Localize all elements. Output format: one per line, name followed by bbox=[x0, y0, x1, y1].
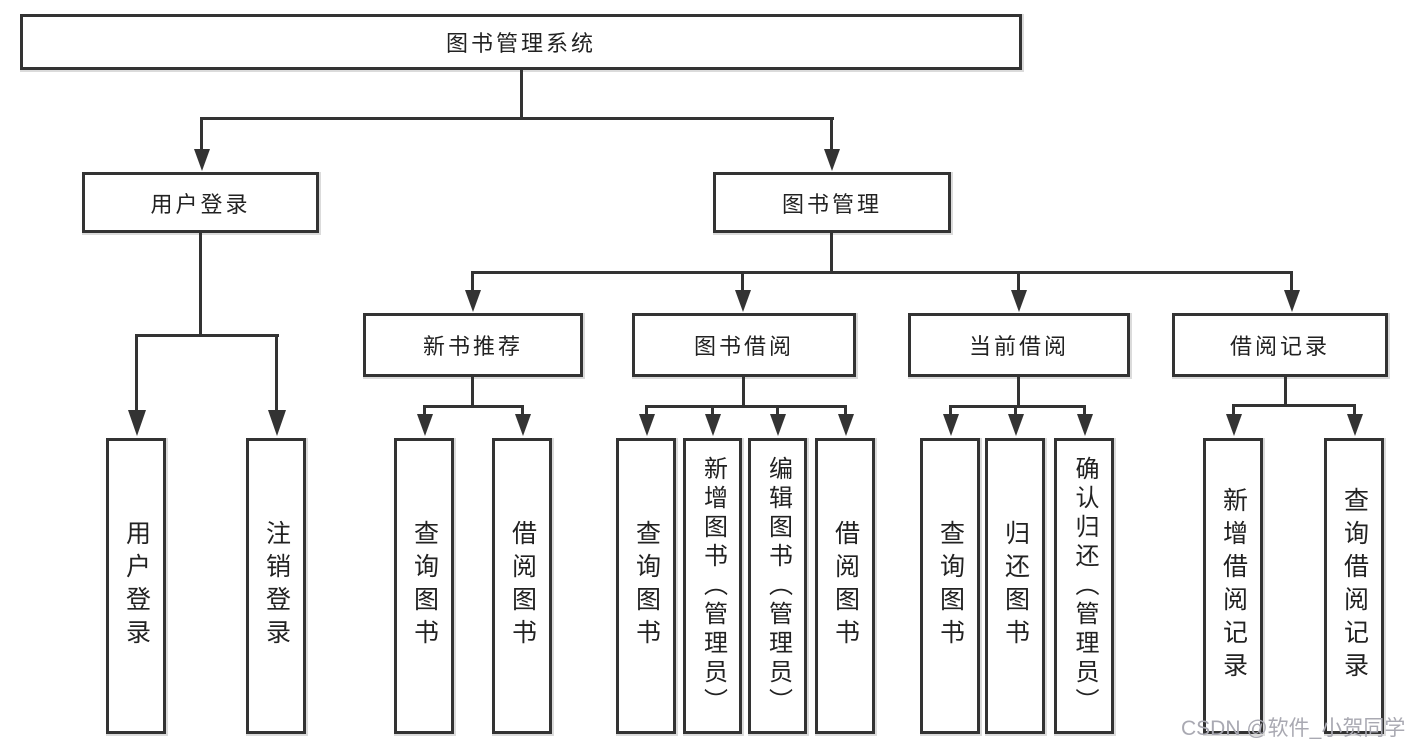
node-new-book-recommendation-label: 新书推荐 bbox=[422, 334, 523, 359]
arrow-to-leaf-query-books-borrowing bbox=[638, 407, 655, 436]
arrow-to-book-borrowing bbox=[734, 273, 751, 312]
leaf-add-books-admin-label: 新增图书（管理员） bbox=[699, 455, 727, 717]
node-user-login-label: 用户登录 bbox=[150, 191, 251, 217]
leaf-edit-books-admin: 编辑图书（管理员） bbox=[748, 438, 807, 734]
node-borrowing-records-label: 借阅记录 bbox=[1229, 334, 1330, 359]
leaf-add-borrow-record: 新增借阅记录 bbox=[1203, 438, 1263, 734]
node-borrowing-records: 借阅记录 bbox=[1172, 313, 1388, 377]
leaf-add-borrow-record-label: 新增借阅记录 bbox=[1219, 487, 1248, 685]
connector-level3-rail bbox=[471, 271, 1293, 274]
node-root-label: 图书管理系统 bbox=[445, 31, 596, 56]
arrow-to-leaf-return-books bbox=[1007, 407, 1024, 436]
leaf-borrow-books-borrowing: 借阅图书 bbox=[815, 438, 875, 734]
connector-root-drop bbox=[520, 70, 523, 120]
connector-user-login-drop bbox=[199, 233, 202, 337]
connector-book-management-drop bbox=[830, 233, 833, 273]
connector-borrowing-records-rail bbox=[1232, 404, 1356, 407]
arrow-to-leaf-add-borrow-record bbox=[1225, 406, 1242, 436]
leaf-logout: 注销登录 bbox=[246, 438, 306, 734]
leaf-borrow-books-recommend: 借阅图书 bbox=[492, 438, 552, 734]
leaf-query-books-current: 查询图书 bbox=[920, 438, 980, 734]
leaf-add-books-admin: 新增图书（管理员） bbox=[683, 438, 742, 734]
node-user-login: 用户登录 bbox=[82, 172, 319, 233]
leaf-query-books-borrowing-label: 查询图书 bbox=[632, 520, 661, 652]
leaf-return-books-label: 归还图书 bbox=[1001, 520, 1030, 652]
arrow-to-current-borrowing bbox=[1010, 273, 1027, 312]
leaf-query-books-recommend: 查询图书 bbox=[394, 438, 454, 734]
connector-borrowing-records-drop bbox=[1284, 377, 1287, 407]
leaf-user-login: 用户登录 bbox=[106, 438, 166, 734]
arrow-to-leaf-borrow-books-borrowing bbox=[837, 407, 854, 436]
arrow-to-user-login bbox=[193, 119, 210, 171]
arrow-to-leaf-query-borrow-record bbox=[1346, 406, 1363, 436]
arrow-to-leaf-confirm-return bbox=[1076, 407, 1093, 436]
connector-new-book-recommendation-drop bbox=[471, 377, 474, 408]
csdn-watermark: CSDN @软件_小贺同学 bbox=[1181, 717, 1405, 740]
node-new-book-recommendation: 新书推荐 bbox=[363, 313, 583, 377]
connector-new-book-recommendation-rail bbox=[423, 405, 524, 408]
arrow-to-leaf-edit-books bbox=[769, 407, 786, 436]
leaf-edit-books-admin-label: 编辑图书（管理员） bbox=[764, 455, 792, 717]
leaf-borrow-books-recommend-label: 借阅图书 bbox=[508, 520, 537, 652]
node-book-management: 图书管理 bbox=[713, 172, 951, 233]
node-current-borrowing-label: 当前借阅 bbox=[968, 334, 1069, 359]
arrow-to-leaf-query-books-current bbox=[942, 407, 959, 436]
connector-book-borrowing-drop bbox=[742, 377, 745, 408]
leaf-return-books: 归还图书 bbox=[985, 438, 1045, 734]
node-book-borrowing-label: 图书借阅 bbox=[693, 334, 794, 359]
arrow-to-new-book-recommendation bbox=[464, 273, 481, 312]
leaf-logout-label: 注销登录 bbox=[262, 520, 291, 652]
connector-current-borrowing-drop bbox=[1017, 377, 1020, 408]
arrow-to-leaf-borrow-books-recommend bbox=[514, 407, 531, 436]
node-current-borrowing: 当前借阅 bbox=[908, 313, 1130, 377]
leaf-query-borrow-record: 查询借阅记录 bbox=[1324, 438, 1384, 734]
leaf-query-books-current-label: 查询图书 bbox=[936, 520, 965, 652]
connector-current-borrowing-rail bbox=[949, 405, 1086, 408]
arrow-to-leaf-query-books-recommend bbox=[416, 407, 433, 436]
leaf-user-login-label: 用户登录 bbox=[122, 520, 151, 652]
leaf-query-borrow-record-label: 查询借阅记录 bbox=[1340, 487, 1369, 685]
connector-book-borrowing-rail bbox=[645, 405, 847, 408]
connector-level2-rail bbox=[200, 117, 834, 120]
arrow-to-leaf-add-books bbox=[704, 407, 721, 436]
arrow-to-borrowing-records bbox=[1283, 273, 1300, 312]
node-root-library-management-system: 图书管理系统 bbox=[20, 14, 1022, 70]
leaf-borrow-books-borrowing-label: 借阅图书 bbox=[831, 520, 860, 652]
node-book-borrowing: 图书借阅 bbox=[632, 313, 856, 377]
leaf-confirm-return-admin-label: 确认归还（管理员） bbox=[1071, 455, 1098, 717]
arrow-to-book-management bbox=[823, 119, 840, 171]
arrow-to-leaf-user-login bbox=[127, 336, 146, 436]
arrow-to-leaf-logout bbox=[267, 336, 286, 436]
leaf-confirm-return-admin: 确认归还（管理员） bbox=[1054, 438, 1114, 734]
connector-user-login-rail bbox=[135, 334, 279, 337]
node-book-management-label: 图书管理 bbox=[781, 191, 882, 217]
leaf-query-books-borrowing: 查询图书 bbox=[616, 438, 676, 734]
leaf-query-books-recommend-label: 查询图书 bbox=[410, 520, 439, 652]
